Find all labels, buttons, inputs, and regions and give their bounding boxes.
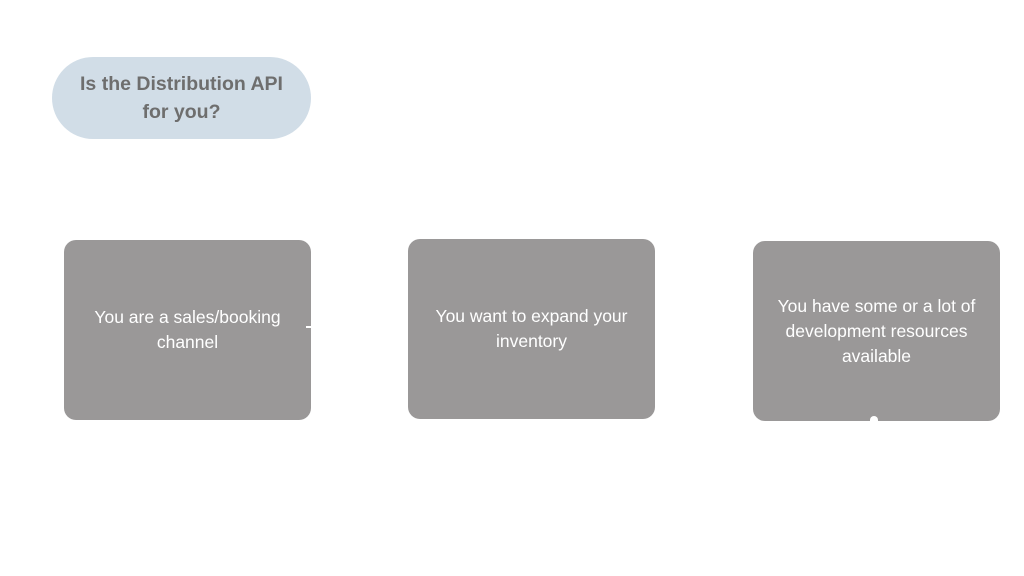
criterion-card-sales-channel: You are a sales/booking channel (64, 240, 311, 420)
connector-stub (306, 326, 312, 328)
criterion-card-development-resources: You have some or a lot of development re… (753, 241, 1000, 421)
criterion-label: You are a sales/booking channel (94, 307, 281, 352)
connector-stub (870, 416, 878, 421)
criterion-label: You want to expand your inventory (435, 306, 628, 351)
criterion-card-expand-inventory: You want to expand your inventory (408, 239, 655, 419)
criterion-label: You have some or a lot of development re… (777, 295, 976, 366)
diagram-title: Is the Distribution API for you? (80, 73, 283, 123)
title-pill: Is the Distribution API for you? (52, 57, 311, 139)
